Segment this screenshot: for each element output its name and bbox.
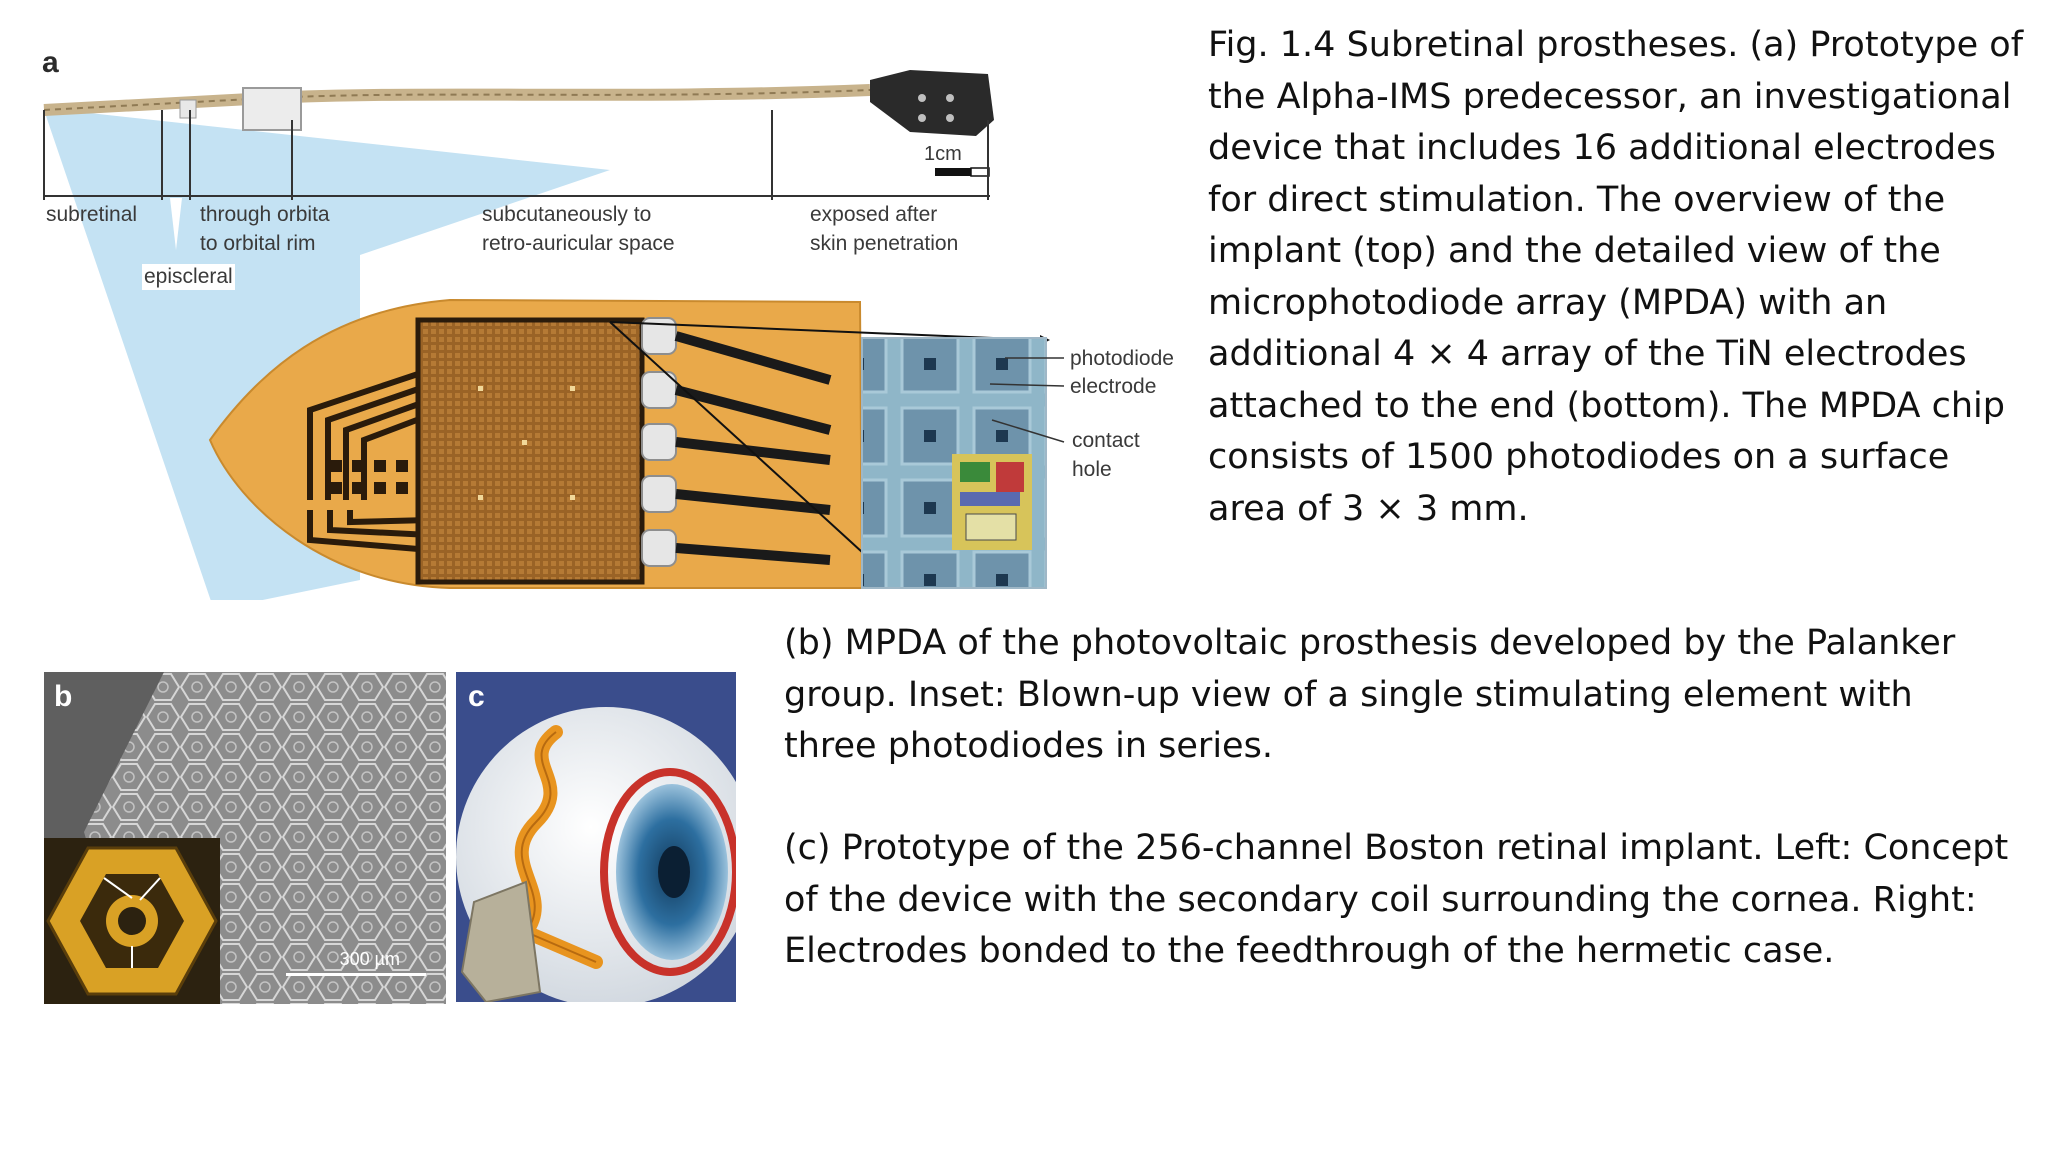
label-exposed: exposed after skin penetration	[810, 203, 959, 255]
inset-single-element	[44, 838, 220, 1004]
panel-letter-a: a	[42, 46, 59, 79]
scale-bar-b	[286, 973, 426, 976]
board-traces	[307, 367, 432, 553]
scale-label-300um: 300 µm	[339, 949, 400, 969]
figure-b-photovoltaic-array: b 300 µm	[44, 672, 446, 1004]
gold-hex-element	[46, 846, 218, 996]
label-episcleral: episcleral	[142, 264, 235, 290]
label-photodiode: photodiode	[1070, 347, 1174, 370]
zoom-line-bottom	[609, 321, 863, 553]
mpda-chip	[415, 317, 645, 585]
detail-callouts	[989, 357, 1065, 443]
hermetic-case	[460, 880, 542, 1002]
chip-electrodes	[478, 386, 575, 500]
panel-letter-b: b	[54, 680, 73, 713]
black-leads	[674, 331, 832, 565]
label-contact-hole: contact hole	[1072, 429, 1140, 481]
label-subretinal: subretinal	[46, 203, 138, 226]
implant-illustration	[43, 70, 1065, 600]
axis-ticks	[43, 110, 989, 200]
board-pads	[330, 460, 408, 494]
scale-bar	[935, 168, 971, 176]
label-electrode: electrode	[1070, 375, 1157, 398]
figure-a-implant-overview: a 1cm subretinal through orbita to orbit…	[30, 40, 1190, 600]
bond-bumps	[641, 317, 677, 567]
caption-figure-a: Fig. 1.4 Subretinal prostheses. (a) Prot…	[1208, 25, 2024, 529]
label-subcutaneously: subcutaneously to retro-auricular space	[482, 203, 675, 255]
figure-c-boston-implant: c	[456, 672, 736, 1002]
episcleral-pointer	[170, 198, 182, 250]
panel-letter-c: c	[468, 680, 485, 713]
eye-implant-render	[456, 672, 736, 1002]
scale-label-1cm: 1cm	[924, 143, 962, 165]
secondary-coil	[600, 768, 736, 976]
caption-figure-b: (b) MPDA of the photovoltaic prosthesis …	[784, 623, 1956, 766]
label-through-orbita: through orbita to orbital rim	[200, 203, 330, 255]
lead-cable	[43, 84, 871, 116]
plug-head	[870, 70, 994, 136]
caption-figure-c: (c) Prototype of the 256-channel Boston …	[784, 828, 2009, 971]
